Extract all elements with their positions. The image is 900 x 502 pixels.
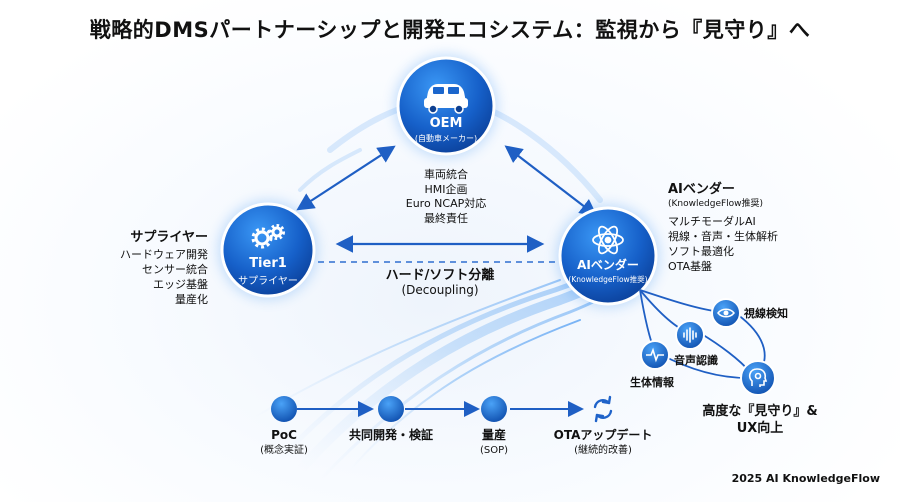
gaze-label: 視線検知: [744, 307, 788, 320]
goal-line: UX向上: [736, 421, 784, 436]
goal-label: 高度な『見守り』& UX向上: [680, 403, 840, 437]
stage-ota: OTAアップデート (継続的改善): [543, 428, 663, 458]
oem-role: 車両統合: [424, 168, 468, 181]
tier1-role: 量産化: [175, 293, 208, 306]
tier1-node-subtitle: サプライヤー: [238, 276, 298, 287]
stage-dot-sop: [481, 396, 507, 422]
refresh-icon: [593, 395, 613, 423]
ai-vendor-node: [558, 206, 658, 306]
bio-label: 生体情報: [630, 376, 674, 389]
page-title: 戦略的DMSパートナーシップと開発エコシステム：監視から『見守り』へ: [89, 18, 811, 42]
stage-dot-poc: [271, 396, 297, 422]
ai-vendor-roles: AIベンダー (KnowledgeFlow推奨) マルチモーダルAI 視線・音声…: [668, 182, 848, 274]
stage-title: 共同開発・検証: [348, 428, 433, 442]
stage-title: PoC: [271, 428, 297, 442]
stage-dev: 共同開発・検証: [331, 428, 451, 443]
ai-node-label: AIベンダー (KnowledgeFlow推奨): [560, 256, 656, 285]
voice-label: 音声認識: [674, 354, 718, 367]
stage-poc: PoC (概念実証): [234, 428, 334, 458]
atom-icon: [592, 225, 624, 255]
stage-sub: (SOP): [479, 445, 509, 456]
oem-role: HMI企画: [424, 182, 468, 196]
gears-icon: [251, 224, 285, 249]
stage-dot-dev: [378, 396, 404, 422]
tier1-node-label: Tier1 サプライヤー: [222, 256, 314, 287]
stage-sop: 量産 (SOP): [444, 428, 544, 458]
oem-role: 最終責任: [424, 211, 468, 225]
eye-icon: [717, 308, 735, 318]
oem-node-subtitle: (自動車メーカー): [414, 134, 478, 143]
oem-node-label: OEM (自動車メーカー): [398, 116, 494, 144]
stage-sub: (継続的改善): [574, 445, 632, 456]
tier1-role: センサー統合: [142, 263, 208, 276]
oem-role: Euro NCAP対応: [405, 197, 487, 210]
stage-title: OTAアップデート: [553, 428, 653, 442]
oem-node-title: OEM: [429, 116, 463, 131]
tier1-role: ハードウェア開発: [120, 248, 208, 261]
head-brain-icon: [748, 368, 768, 387]
tier1-role: エッジ基盤: [153, 278, 208, 291]
ai-heading: AIベンダー: [668, 182, 735, 197]
tier1-heading: サプライヤー: [130, 230, 208, 245]
tier1-node: [220, 202, 316, 298]
ai-node-title: AIベンダー: [577, 258, 639, 272]
ai-heading-sub: (KnowledgeFlow推奨): [668, 199, 764, 209]
tier1-node-title: Tier1: [249, 256, 287, 271]
decoupling-label: ハード/ソフト分離 (Decoupling): [360, 268, 520, 298]
goal-line: 高度な『見守り』&: [702, 404, 818, 419]
tier1-roles: サプライヤー ハードウェア開発 センサー統合 エッジ基盤 量産化: [80, 230, 208, 307]
footer-credit: 2025 AI KnowledgeFlow: [731, 472, 880, 485]
oem-tier1-arrow: [296, 145, 396, 211]
decoupling-sub: (Decoupling): [401, 283, 479, 297]
decoupling-title: ハード/ソフト分離: [385, 268, 495, 283]
relation-arrows: [296, 145, 598, 253]
oem-roles: 車両統合 HMI企画 Euro NCAP対応 最終責任: [386, 168, 506, 226]
ai-role: 視線・音声・生体解析: [668, 230, 778, 243]
timeline: [271, 395, 613, 423]
stage-sub: (概念実証): [260, 445, 308, 456]
ai-node-subtitle: (KnowledgeFlow推奨): [568, 275, 648, 284]
ai-role: マルチモーダルAI: [668, 215, 756, 228]
stage-title: 量産: [481, 428, 506, 442]
ai-role: ソフト最適化: [668, 245, 734, 258]
oem-ai-arrow: [504, 145, 598, 217]
heartbeat-icon: [646, 347, 664, 363]
waveform-icon: [683, 327, 697, 343]
car-icon: [424, 84, 468, 114]
ai-role: OTA基盤: [668, 260, 713, 273]
